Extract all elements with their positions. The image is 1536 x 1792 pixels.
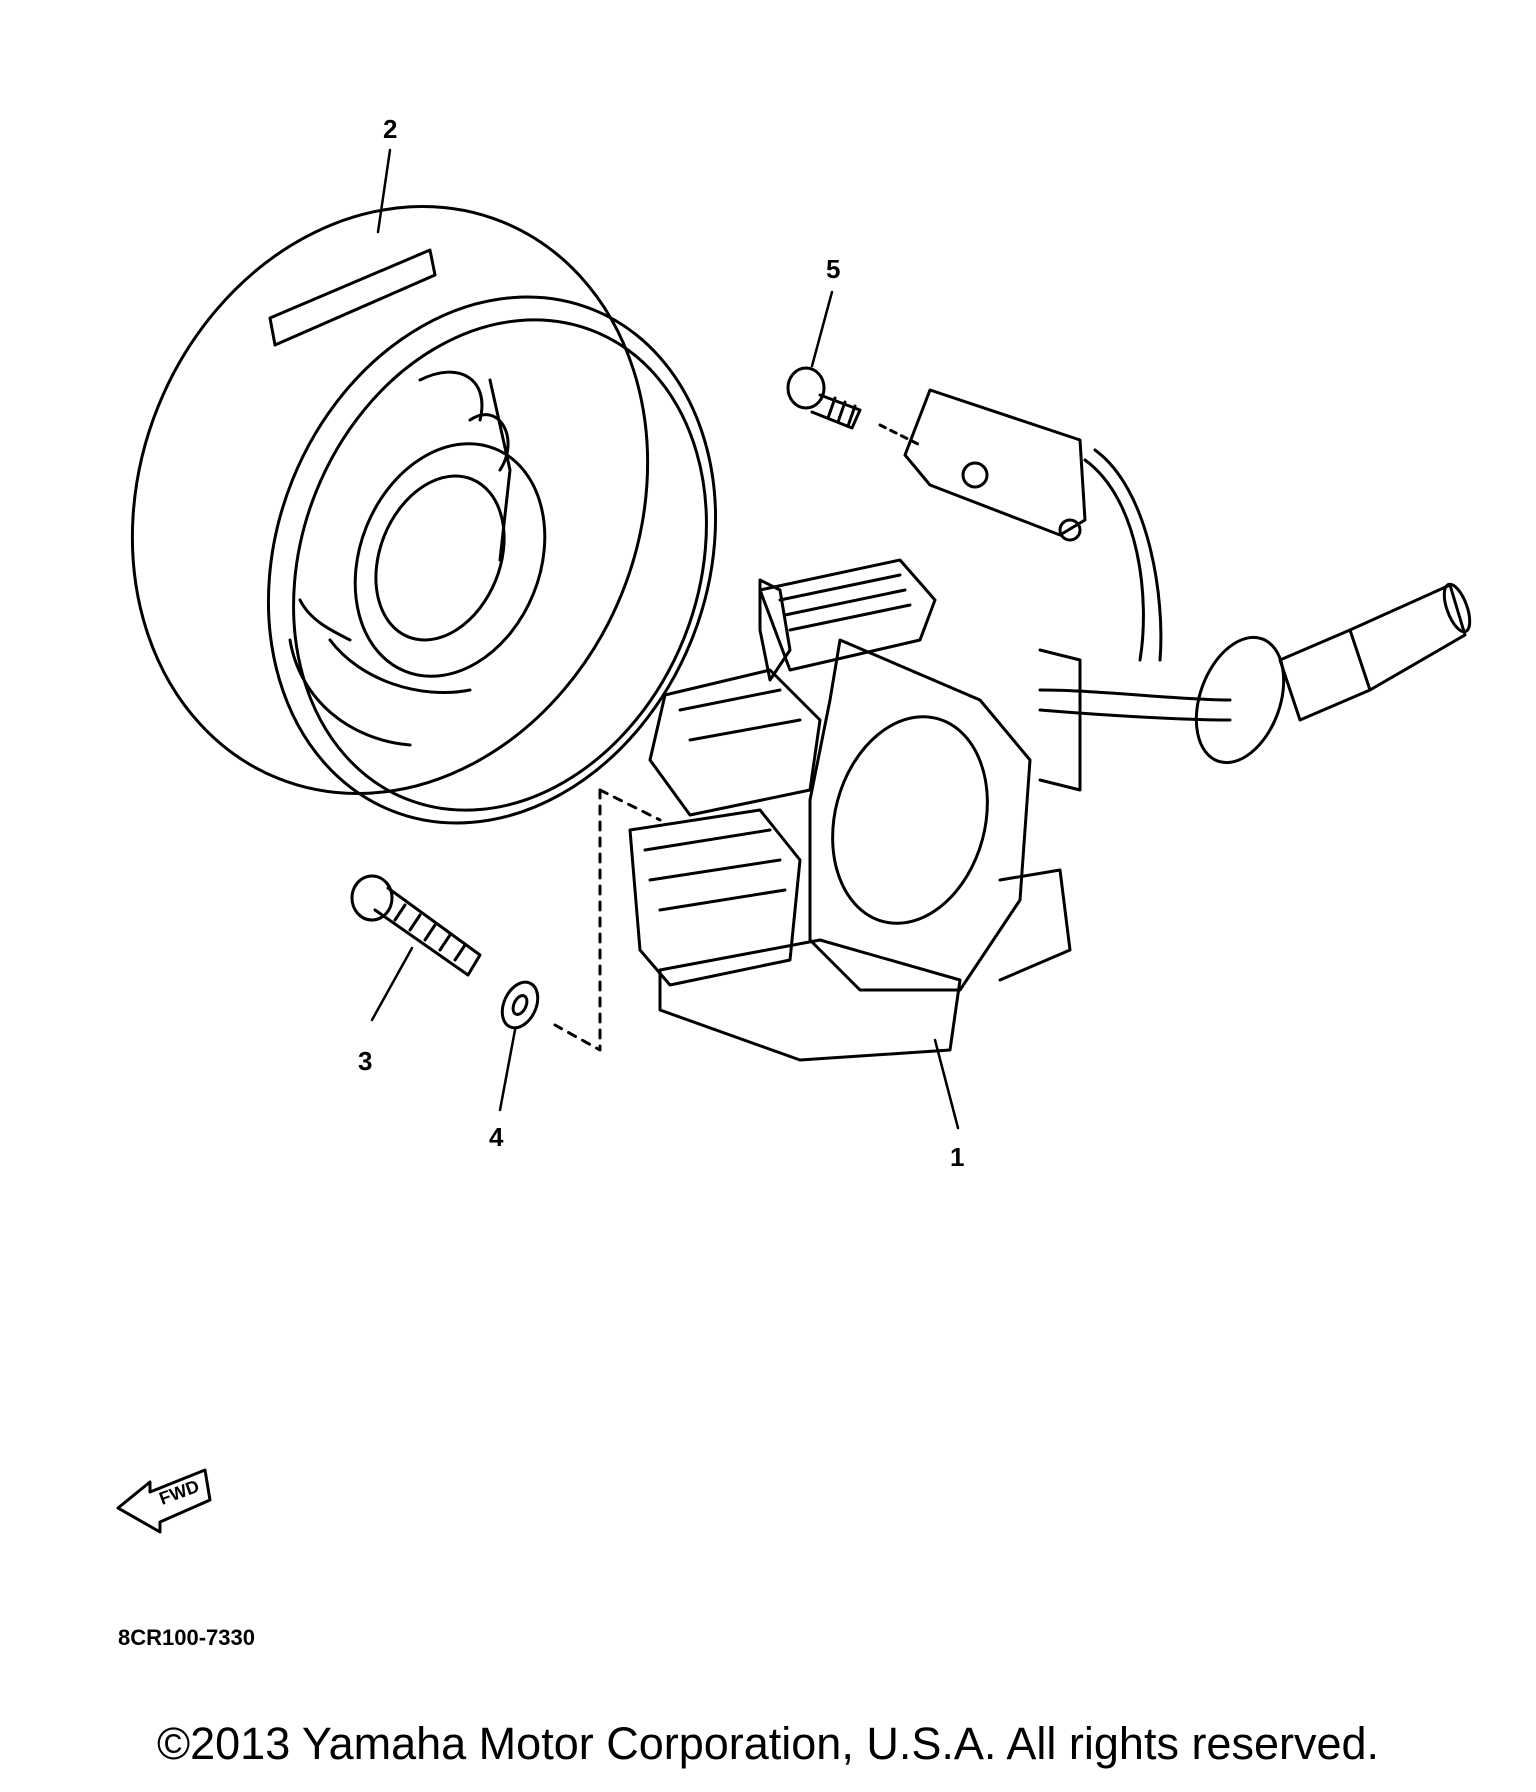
pickup-coil xyxy=(903,388,1232,722)
stator-assembly xyxy=(553,558,1082,1062)
copyright-notice: ©2013 Yamaha Motor Corporation, U.S.A. A… xyxy=(156,1718,1380,1769)
rotor-flywheel xyxy=(130,205,718,825)
callout-3: 3 xyxy=(358,1046,373,1076)
screw-part-3 xyxy=(350,874,482,977)
washer-part-4 xyxy=(500,980,540,1030)
callout-1: 1 xyxy=(950,1142,965,1172)
fwd-arrow-icon: FWD xyxy=(116,1468,212,1534)
callout-2: 2 xyxy=(383,114,398,144)
leader-lines xyxy=(370,148,960,1130)
diagram-code: 8CR100-7330 xyxy=(118,1625,255,1650)
wire-grommet xyxy=(1194,582,1472,765)
callout-4: 4 xyxy=(489,1122,504,1152)
callout-5: 5 xyxy=(826,254,841,284)
screw-part-5 xyxy=(786,366,922,447)
